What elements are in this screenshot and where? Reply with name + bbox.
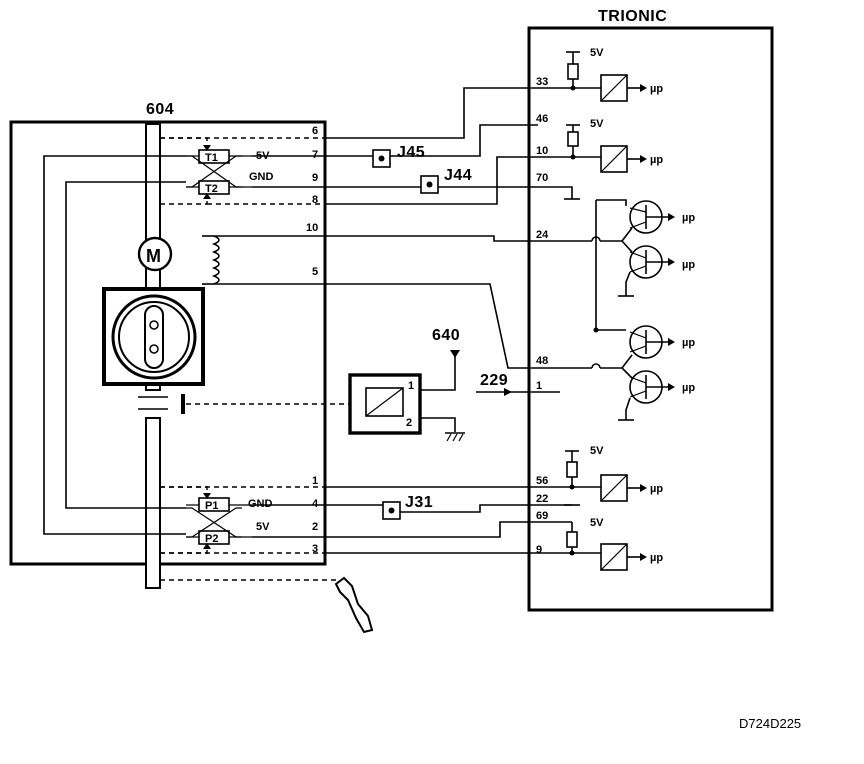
- unit-pin-10: 10: [306, 222, 318, 234]
- relay-ground-wire: [420, 417, 456, 432]
- unit-pin-3: 3: [312, 543, 318, 555]
- ecu-69-supply: 5V: [590, 517, 604, 529]
- sensor-p2-label: P2: [205, 533, 218, 545]
- throttle-bore-outer: [111, 294, 197, 380]
- unit-pin-1: 1: [312, 475, 318, 487]
- ecu-33-supply: 5V: [590, 47, 604, 59]
- q2-micro: µp: [682, 259, 695, 271]
- loop-wire-inner: [65, 181, 186, 509]
- relay-feed-wire: [420, 354, 456, 391]
- drawing-code: D724D225: [739, 716, 801, 731]
- unit-pin-5: 5: [312, 266, 318, 278]
- adc-9-micro: µp: [650, 552, 663, 564]
- ecu-pin-9: 9: [536, 544, 542, 556]
- connector-j44-label: J44: [444, 167, 472, 184]
- loop-wire-outer: [43, 155, 186, 535]
- trionic-title: TRIONIC: [598, 8, 667, 25]
- connector-j45-label: J45: [397, 144, 425, 161]
- relay-pin-1: 1: [408, 380, 414, 392]
- throttle-unit-title: 604: [146, 101, 174, 118]
- motor-coil: [211, 235, 220, 285]
- t2-wiper-dash: [160, 194, 208, 205]
- sensor-p1-label: P1: [205, 500, 218, 512]
- q4-micro: µp: [682, 382, 695, 394]
- wire-5-48: [214, 283, 538, 369]
- wire-7-46: [252, 124, 538, 157]
- adc-33-micro: µp: [650, 83, 663, 95]
- unit-pin-7: 7: [312, 149, 318, 161]
- wire-2-69: [252, 521, 538, 538]
- throttle-plate: [144, 305, 164, 369]
- sensor-t1-label: T1: [205, 152, 218, 164]
- adc-56-micro: µp: [650, 483, 663, 495]
- ecu-pin-1: 1: [536, 380, 542, 392]
- input-ref-229: 229: [480, 372, 508, 389]
- ecu-56-supply: 5V: [590, 445, 604, 457]
- ecu-pin-70: 70: [536, 172, 548, 184]
- throttle-unit-box: [9, 120, 327, 566]
- p2-supply-label: 5V: [256, 521, 270, 533]
- wire-6-33: [326, 87, 538, 139]
- motor-symbol: [137, 236, 173, 272]
- ecu-pin-56: 56: [536, 475, 548, 487]
- adc-10-micro: µp: [650, 154, 663, 166]
- ecu-pin-69: 69: [536, 510, 548, 522]
- p2-wiper-dash: [160, 544, 208, 554]
- unit-pin-8: 8: [312, 194, 318, 206]
- unit-pin-2: 2: [312, 521, 318, 533]
- ecu-pin-24: 24: [536, 229, 549, 241]
- ecu-pin-46: 46: [536, 113, 548, 125]
- throttle-shaft-lower: [145, 417, 161, 589]
- wire-8-10: [326, 156, 538, 205]
- motor-label: M: [146, 246, 161, 266]
- q3-micro: µp: [682, 337, 695, 349]
- ecu-46-supply: 5V: [590, 118, 604, 130]
- wire-4-22: [252, 504, 572, 513]
- relay-ref-640: 640: [432, 327, 460, 344]
- q1-micro: µp: [682, 212, 695, 224]
- unit-pin-4: 4: [312, 498, 319, 510]
- throttle-plate-screw-bottom: [149, 344, 159, 354]
- accelerator-pedal: [334, 576, 374, 634]
- connector-j31-label: J31: [405, 494, 433, 511]
- ecu-pin-33: 33: [536, 76, 548, 88]
- ecu-pin-10: 10: [536, 145, 548, 157]
- t1-wiper-dash: [160, 137, 208, 150]
- p1-wiper-dash: [160, 486, 208, 498]
- p1-ground-label: GND: [248, 498, 273, 510]
- throttle-plate-screw-top: [149, 320, 159, 330]
- hbridge-rail: [595, 200, 626, 331]
- relay-pin-2: 2: [406, 417, 412, 429]
- ecu-pin-48: 48: [536, 355, 548, 367]
- wire-10-24: [214, 235, 538, 242]
- sensor-t2-label: T2: [205, 183, 218, 195]
- t2-ground-label: GND: [249, 171, 274, 183]
- unit-pin-9: 9: [312, 172, 318, 184]
- ecu-pin-22: 22: [536, 493, 548, 505]
- throttle-bore-inner: [118, 301, 190, 373]
- unit-pin-6: 6: [312, 125, 318, 137]
- trionic-ecu-box: [527, 26, 774, 612]
